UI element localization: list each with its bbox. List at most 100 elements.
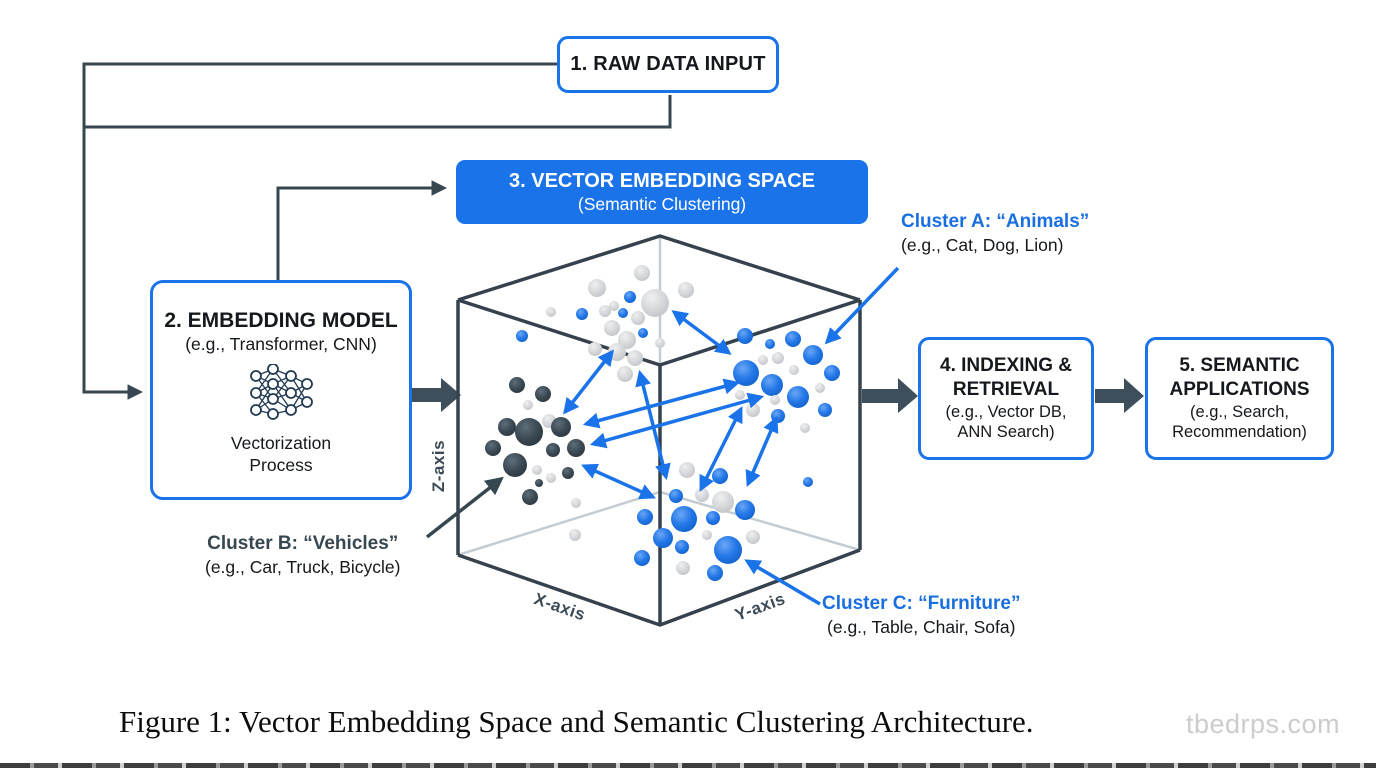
embedding-dot-dark — [567, 439, 585, 457]
x-axis-label: X-axis — [532, 589, 588, 624]
embedding-dot-blue — [733, 360, 759, 386]
embedding-dot-gray — [815, 383, 825, 393]
cluster-pointer-arrow — [744, 559, 821, 606]
embedding-dot-blue — [706, 511, 720, 525]
cluster-label-arrows — [425, 266, 900, 606]
embedding-dot-dark — [485, 440, 501, 456]
arrow-indexing-to-applications — [1095, 378, 1144, 413]
cluster-c-subtitle: (e.g., Table, Chair, Sofa) — [827, 617, 1016, 638]
z-axis-label: Z-axis — [429, 440, 448, 492]
vector-space-subtitle: (Semantic Clustering) — [577, 193, 747, 214]
cluster-pointer-arrow — [425, 476, 504, 539]
embedding-dot-blue — [653, 528, 673, 548]
embedding-dot-dark — [546, 443, 560, 457]
indexing-subtitle-line2: ANN Search) — [957, 422, 1055, 441]
embedding-dot-dark — [498, 418, 516, 436]
embedding-dot-gray — [746, 403, 760, 417]
embedding-dot-gray — [627, 350, 643, 366]
embedding-dot-gray — [617, 366, 633, 382]
similarity-arrow — [745, 416, 779, 487]
embedding-dot-gray — [569, 529, 581, 541]
connector-rawdata-drop — [85, 95, 672, 129]
applications-subtitle-line2: Recommendation) — [1172, 422, 1307, 441]
embedding-dot-gray — [523, 400, 533, 410]
embedding-dot-gray — [546, 473, 556, 483]
embedding-dot-gray — [604, 320, 620, 336]
embedding-dot-gray — [571, 498, 581, 508]
embedding-dot-dark — [509, 377, 525, 393]
embedding-dot-dark — [562, 467, 574, 479]
embedding-dot-gray — [735, 390, 745, 400]
indexing-subtitle-line1: (e.g., Vector DB, — [945, 403, 1067, 422]
embedding-dot-blue — [714, 536, 742, 564]
embedding-dot-gray — [678, 282, 694, 298]
embedding-dot-gray — [712, 491, 734, 513]
embedding-dot-blue — [735, 500, 755, 520]
embedding-dot-gray — [588, 279, 606, 297]
node-raw-data-input: 1. RAW DATA INPUT — [557, 36, 779, 93]
cluster-b-label: Cluster B: “Vehicles” (e.g., Car, Truck,… — [205, 532, 400, 579]
embedding-dot-gray — [634, 265, 650, 281]
embedding-dot-gray — [770, 395, 780, 405]
indexing-title-line2: RETRIEVAL — [952, 378, 1060, 400]
embedding-dot-gray — [800, 423, 810, 433]
embedding-dot-dark — [535, 479, 543, 487]
embedding-dot-blue — [707, 565, 723, 581]
embedding-dot-blue — [787, 386, 809, 408]
embedding-dot-blue — [671, 506, 697, 532]
vectorization-process-label: Vectorization Process — [231, 433, 331, 477]
embedding-dot-blue — [634, 550, 650, 566]
embedding-dot-dark — [515, 418, 543, 446]
embedding-dot-gray — [676, 561, 690, 575]
embedding-dot-dark — [503, 453, 527, 477]
similarity-arrow — [699, 406, 743, 492]
embedding-dot-gray — [546, 307, 556, 317]
embedding-dot-gray — [772, 352, 784, 364]
embedding-dot-blue — [638, 328, 648, 338]
embedding-dot-blue — [803, 345, 823, 365]
embedding-dot-blue — [737, 328, 753, 344]
embedding-dot-dark — [551, 417, 571, 437]
embedding-dot-gray — [588, 342, 602, 356]
stage-arrows — [412, 378, 1144, 413]
embedding-dot-blue — [712, 468, 728, 484]
similarity-arrow — [563, 349, 614, 415]
arrow-embedding-to-cube — [412, 378, 461, 412]
embedding-dot-gray — [532, 465, 542, 475]
embedding-dot-blue — [576, 308, 588, 320]
bottom-crop-strip — [0, 763, 1376, 768]
embedding-dot-gray — [599, 305, 611, 317]
embedding-dot-gray — [679, 462, 695, 478]
similarity-arrow — [581, 463, 656, 500]
embedding-dot-blue — [761, 374, 783, 396]
cluster-a-title: Cluster A: “Animals” — [901, 211, 1090, 232]
embedding-dot-gray — [641, 289, 669, 317]
embedding-dot-gray — [609, 301, 619, 311]
applications-title-line2: APPLICATIONS — [1169, 378, 1310, 400]
embedding-dot-blue — [618, 308, 628, 318]
node-embedding-model: 2. EMBEDDING MODEL (e.g., Transformer, C… — [150, 280, 412, 500]
flow-connectors — [82, 62, 672, 400]
vector-space-title: 3. VECTOR EMBEDDING SPACE — [509, 169, 815, 192]
node-raw-data-label: 1. RAW DATA INPUT — [570, 53, 766, 75]
cluster-pointer-arrow — [824, 266, 900, 345]
node-semantic-applications: 5. SEMANTIC APPLICATIONS (e.g., Search, … — [1145, 337, 1334, 460]
node-vector-embedding-space: 3. VECTOR EMBEDDING SPACE (Semantic Clus… — [456, 160, 868, 224]
embedding-dot-blue — [785, 331, 801, 347]
embedding-dot-dark — [522, 489, 538, 505]
similarity-arrows — [563, 310, 779, 500]
embedding-dot-gray — [702, 530, 712, 540]
embedding-dot-gray — [746, 530, 760, 544]
arrow-cube-to-indexing — [862, 378, 918, 413]
connector-rawdata-to-embedding — [82, 62, 557, 400]
similarity-arrow — [635, 369, 671, 481]
embedding-model-subtitle: (e.g., Transformer, CNN) — [185, 334, 377, 355]
embedding-dot-gray — [655, 338, 665, 348]
embedding-dot-blue — [765, 339, 775, 349]
cluster-a-subtitle: (e.g., Cat, Dog, Lion) — [901, 235, 1064, 256]
embedding-dot-blue — [669, 489, 683, 503]
connector-embedding-to-vectorspace — [276, 180, 448, 281]
figure-caption: Figure 1: Vector Embedding Space and Sem… — [119, 704, 1034, 739]
embedding-dot-blue — [824, 365, 840, 381]
cluster-c-title: Cluster C: “Furniture” — [822, 593, 1021, 614]
